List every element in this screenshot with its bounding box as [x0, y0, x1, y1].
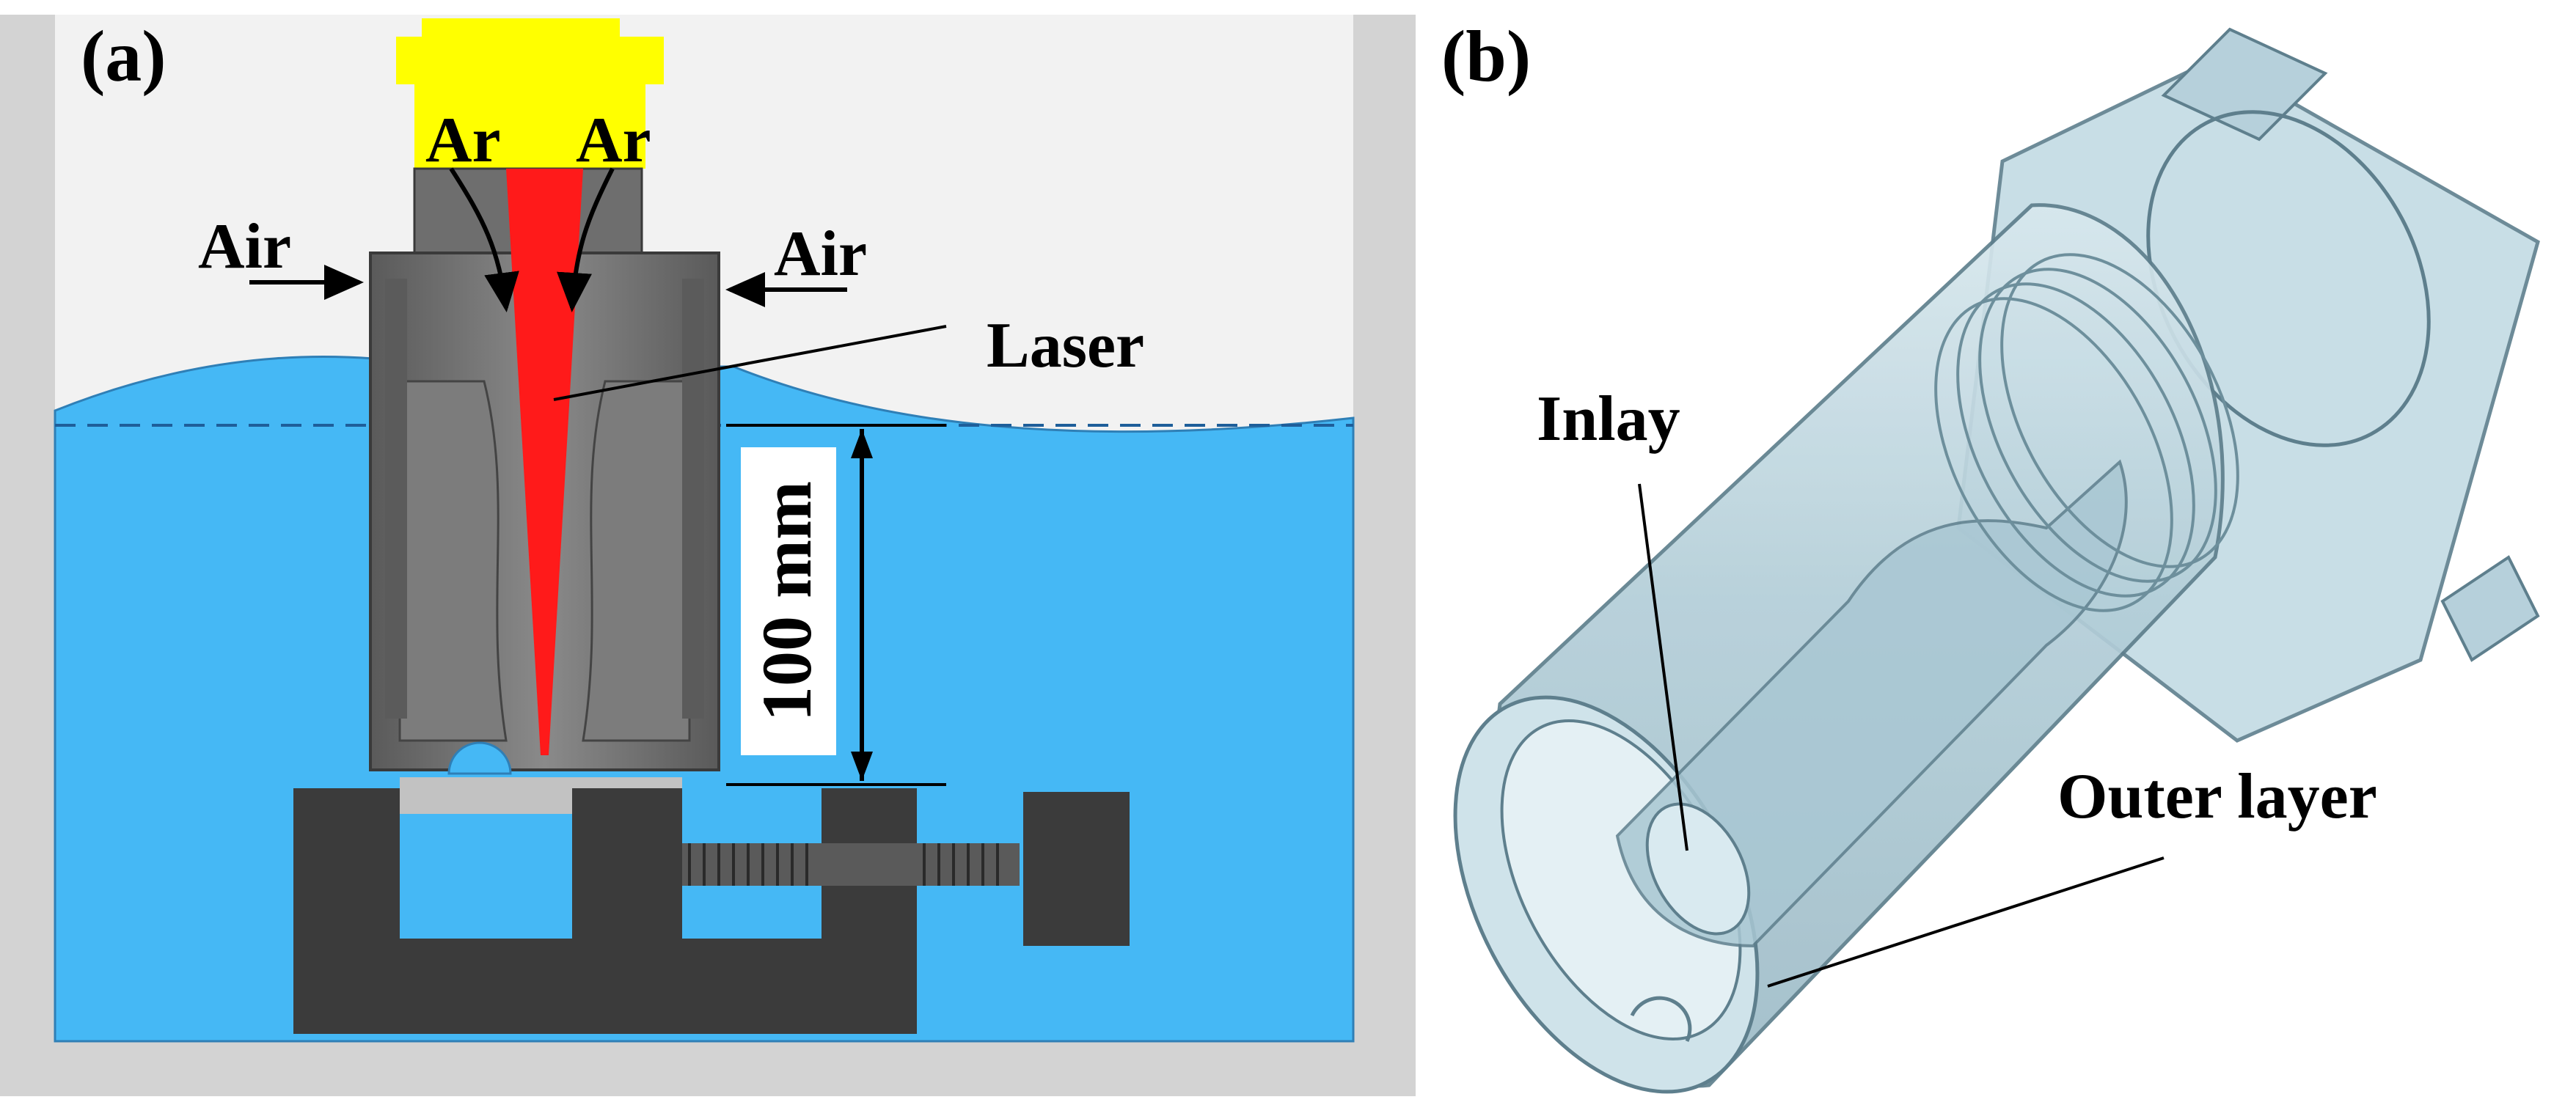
nozzle-inner-cavity-left — [398, 380, 508, 742]
ar-label-left: Ar — [425, 105, 501, 176]
panel-b-label: (b) — [1441, 15, 1531, 97]
laser-label: Laser — [987, 310, 1144, 381]
panel-a: 100 mm (a) Ar Ar Air Air Laser — [0, 15, 1416, 1096]
screw-threads — [688, 843, 999, 886]
inlay-bore — [1645, 802, 1751, 936]
clamp-body — [293, 788, 917, 1034]
outer-layer-leader-line — [1767, 856, 2165, 988]
clamp-fixture — [293, 777, 1130, 1034]
nozzle-air-channel-right — [682, 279, 704, 719]
outer-layer-label: Outer layer — [2057, 761, 2377, 832]
air-label-right: Air — [774, 219, 867, 290]
dimension-marker: 100 mm — [726, 424, 946, 786]
panel-b: (b) Inlay Outer layer — [1441, 15, 2540, 1094]
panel-a-label: (a) — [81, 15, 167, 97]
thread-rings — [1934, 253, 2239, 612]
clamp-screw — [682, 843, 1020, 886]
flange-top-block — [2161, 27, 2328, 142]
nozzle-air-channel-left — [385, 279, 407, 719]
outlet-bubble — [447, 741, 512, 775]
ar-arrow-right — [557, 167, 615, 312]
nozzle-inner-cavity-right — [582, 380, 691, 742]
nozzle-cap — [396, 18, 664, 169]
ar-arrow-left — [449, 167, 519, 312]
inlay-label: Inlay — [1537, 383, 1680, 455]
laser-leader-line — [553, 325, 947, 401]
flange-side-tab — [2440, 555, 2540, 662]
clamp-knob — [1023, 792, 1130, 946]
laser-beam — [506, 169, 583, 755]
dimension-label-box — [741, 447, 836, 755]
clamp-cavity — [400, 814, 572, 939]
air-label-left: Air — [198, 211, 291, 282]
ar-label-right: Ar — [576, 105, 651, 176]
inlay-leader-line — [1638, 483, 1688, 851]
front-notch — [1630, 996, 1692, 1043]
inlay-body — [1615, 459, 2128, 948]
dimension-label: 100 mm — [747, 481, 826, 722]
